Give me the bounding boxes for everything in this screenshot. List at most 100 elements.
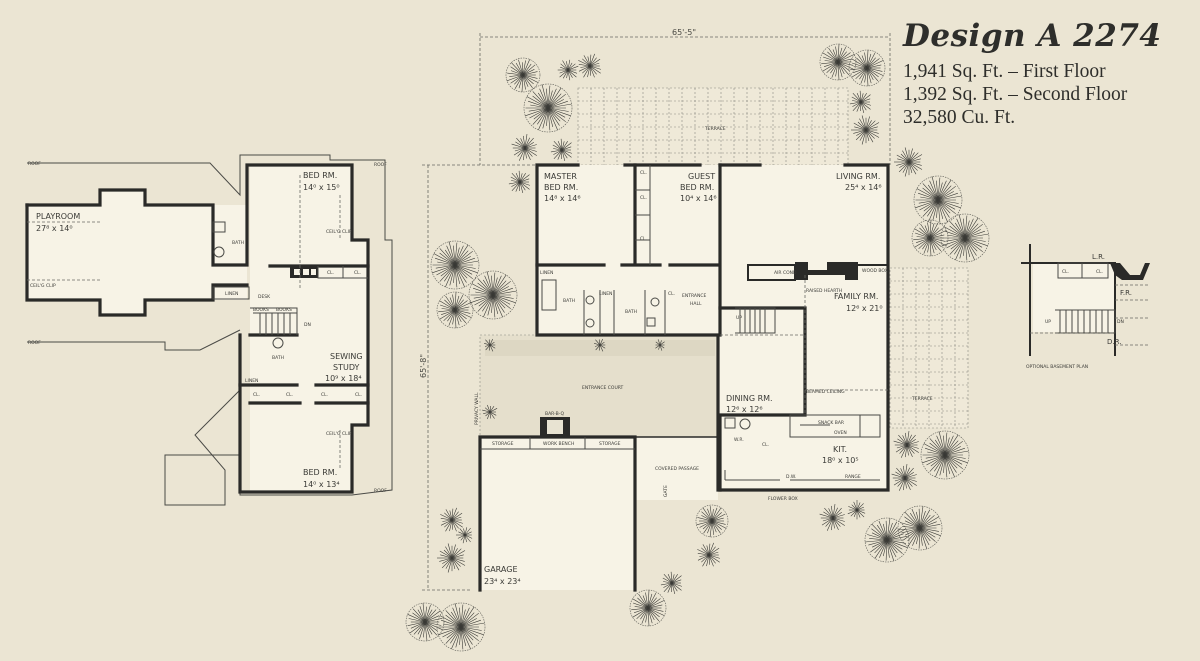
depth-dimension: 65'-8": [419, 354, 428, 378]
fixture-label: BOOKS: [276, 307, 292, 313]
tree-icon: [847, 500, 866, 520]
room-name: KIT.: [833, 445, 847, 454]
tree-icon: [430, 240, 480, 290]
stair-label: DN: [1117, 319, 1124, 325]
room-name: ENTRANCE: [682, 293, 706, 299]
closet-label: CL.: [355, 392, 362, 398]
room-name: BED RM.: [303, 468, 337, 477]
roof-label: ROOF: [28, 161, 41, 167]
stair-label: UP: [736, 315, 742, 321]
closet-label: CL.: [286, 392, 293, 398]
wall: [25, 163, 370, 494]
tree-icon: [523, 83, 573, 133]
roof-outline: [27, 154, 393, 506]
room-name: BATH: [272, 355, 284, 361]
room-name: FAMILY RM.: [834, 292, 878, 301]
closet-label: CL.: [327, 270, 334, 276]
tree-icon: [440, 507, 463, 532]
room-size: 14⁰ x 15⁰: [303, 183, 340, 192]
tree-icon: [893, 431, 919, 458]
room-name: D.R.: [1107, 338, 1121, 346]
tree-icon: [436, 602, 486, 652]
tree-icon: [508, 170, 530, 193]
area-label: ENTRANCE COURT: [582, 385, 624, 391]
closet-label: CL.: [1062, 269, 1069, 275]
tree-icon: [484, 338, 496, 352]
closet-label: CL.: [762, 442, 769, 448]
room-name: L.R.: [1092, 253, 1105, 261]
tree-icon: [456, 527, 473, 544]
room-size: 14⁸ x 14⁶: [544, 194, 581, 203]
ceiling-label: BEAMED CEILING: [806, 389, 845, 395]
tree-icon: [505, 57, 541, 93]
room-name: STUDY: [333, 363, 360, 372]
tree-icon: [436, 291, 474, 329]
fixture-label: WOOD BOX: [862, 268, 888, 274]
closet-label: CL.: [1096, 269, 1103, 275]
tree-icon: [913, 175, 963, 225]
second-floor-plan: PLAYROOM 27⁸ x 14⁰ BED RM. 14⁰ x 15⁰ BED…: [25, 154, 393, 506]
closet-label: CL.: [640, 195, 647, 201]
tree-icon: [897, 505, 943, 551]
room-size: 10⁹ x 18⁴: [325, 374, 362, 383]
room-size: 27⁸ x 14⁰: [36, 224, 73, 233]
fixture-label: RAISED HEARTH: [806, 288, 842, 294]
stair-label: UP: [1045, 319, 1051, 325]
stair-label: DN: [304, 322, 311, 328]
tree-icon: [920, 430, 970, 480]
tree-icon: [819, 43, 857, 81]
room-name: W.R.: [734, 437, 744, 443]
fixture-label: LINEN: [599, 291, 612, 297]
room-name: BED RM.: [680, 183, 714, 192]
tree-icon: [557, 59, 579, 81]
room-name: PLAYROOM: [36, 212, 80, 221]
room-name: MASTER: [544, 172, 577, 181]
fixture-label: WORK BENCH: [543, 441, 574, 447]
fixture-label: LINEN: [245, 378, 258, 384]
room-name: BED RM.: [303, 171, 337, 180]
tree-icon: [629, 589, 667, 627]
fixture-label: STORAGE: [599, 441, 621, 447]
room-name: SEWING: [330, 352, 363, 361]
tree-icon: [940, 213, 990, 263]
fixture-label: FLOWER BOX: [768, 496, 798, 502]
room-name: GARAGE: [484, 565, 518, 574]
room-name: BATH: [625, 309, 637, 315]
tree-icon: [550, 138, 572, 161]
closet-label: CL.: [640, 236, 647, 242]
tree-icon: [468, 270, 518, 320]
room-size: 18⁰ x 10⁵: [822, 456, 859, 465]
room-name: F.R.: [1120, 289, 1132, 297]
area-label: COVERED PASSAGE: [655, 466, 699, 472]
tree-icon: [849, 90, 871, 113]
first-floor-area: 1,941 Sq. Ft. – First Floor: [903, 61, 1106, 82]
fixture-label: BAR-B-Q: [545, 411, 564, 417]
room-size: 14⁰ x 13⁴: [303, 480, 340, 489]
tree-icon: [578, 53, 601, 78]
fixture-label: LINEN: [540, 270, 553, 276]
room-name: HALL: [690, 301, 702, 307]
tree-icon: [891, 464, 917, 491]
room-size: 10⁴ x 14⁶: [680, 194, 717, 203]
fixture-label: OVEN: [834, 430, 847, 436]
tree-icon: [851, 115, 880, 145]
roof-label: ROOF: [28, 340, 41, 346]
fixture-label: DESK: [258, 294, 271, 300]
room-size: 12⁶ x 12⁶: [726, 405, 763, 414]
garage-floor: [480, 437, 635, 590]
depth-dimension-line: [422, 164, 535, 591]
closet-label: CL.: [640, 170, 647, 176]
tree-icon: [894, 147, 923, 177]
tree-icon: [437, 543, 466, 573]
tree-icon: [695, 504, 729, 538]
fixture-label: SNACK BAR: [818, 420, 844, 426]
title-block: Design A 2274 1,941 Sq. Ft. – First Floo…: [903, 18, 1161, 129]
area-label: TERRACE: [704, 126, 726, 132]
room-size: 25⁴ x 14⁶: [845, 183, 882, 192]
ceiling-label: CEIL'G CLIP: [30, 283, 56, 289]
ceiling-label: CEIL'G CLIP: [326, 431, 352, 437]
design-title: Design A 2274: [903, 18, 1162, 54]
room-name: GUEST: [688, 172, 715, 181]
fixture-label: LINEN: [225, 291, 238, 297]
